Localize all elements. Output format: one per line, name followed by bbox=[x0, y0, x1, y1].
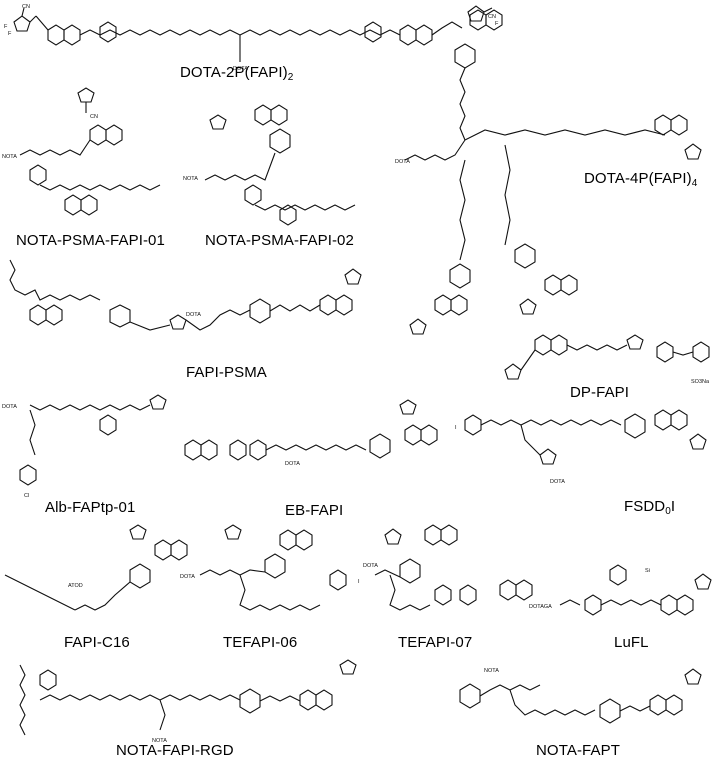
structure-lufl: DOTAGA Si bbox=[529, 564, 712, 616]
compound-label-nota-psma-fapi-02: NOTA-PSMA-FAPI-02 bbox=[205, 232, 354, 249]
structure-dp-fapi: SO3Na bbox=[504, 334, 710, 385]
atom-label: ATOD bbox=[68, 583, 83, 589]
structure-fsdd0i: I DOTA bbox=[455, 409, 707, 485]
structure-nota-psma-fapi-01: NOTA CN bbox=[2, 87, 161, 216]
compound-label-fapi-c16: FAPI-C16 bbox=[64, 634, 130, 651]
atom-label: DOTA bbox=[2, 404, 17, 410]
structure-tefapi-07: DOTA bbox=[363, 524, 533, 611]
atom-label: I bbox=[358, 579, 360, 585]
structure-nota-fapt: NOTA bbox=[459, 668, 702, 724]
atom-label: DOTA bbox=[180, 574, 195, 580]
compound-label-nota-psma-fapi-01: NOTA-PSMA-FAPI-01 bbox=[16, 232, 165, 249]
compound-label-nota-fapi-rgd: NOTA-FAPI-RGD bbox=[116, 742, 234, 759]
atom-label: DOTAGA bbox=[529, 604, 552, 610]
atom-label: F bbox=[4, 24, 8, 30]
structure-dota-4p: DOTA bbox=[395, 9, 702, 335]
atom-label: Si bbox=[645, 568, 650, 574]
compound-label-tefapi-07: TEFAPI-07 bbox=[398, 634, 473, 651]
atom-label: F bbox=[495, 21, 499, 27]
atom-label: I bbox=[455, 425, 457, 431]
structure-nota-fapi-rgd: NOTA bbox=[19, 659, 357, 744]
atom-label: DOTA bbox=[186, 312, 201, 318]
atom-label: CN bbox=[488, 14, 496, 20]
structure-tefapi-06: DOTA I bbox=[180, 524, 360, 611]
atom-label: NOTA bbox=[2, 154, 17, 160]
structure-nota-psma-fapi-02: NOTA bbox=[183, 104, 356, 226]
atom-label: DOTA bbox=[363, 563, 378, 569]
compound-label-fapi-psma: FAPI-PSMA bbox=[186, 364, 267, 381]
atom-label: Cl bbox=[24, 493, 29, 499]
structure-fapi-c16: ATOD bbox=[4, 524, 188, 611]
compound-label-alb-faptp-01: Alb-FAPtp-01 bbox=[45, 499, 136, 516]
atom-label: DOTA bbox=[395, 159, 410, 165]
compound-label-dp-fapi: DP-FAPI bbox=[570, 384, 630, 401]
compound-label-fsdd0i: FSDD0I bbox=[624, 498, 676, 517]
atom-label: DOTA bbox=[285, 461, 300, 467]
atom-label: NOTA bbox=[152, 738, 167, 744]
atom-label: NOTA bbox=[484, 668, 499, 674]
atom-label: F bbox=[8, 31, 12, 37]
atom-label: CN bbox=[90, 114, 98, 120]
compound-label-lufl: LuFL bbox=[614, 634, 649, 651]
compound-label-nota-fapt: NOTA-FAPT bbox=[536, 742, 620, 759]
atom-label: DOTA bbox=[233, 66, 248, 72]
compound-label-tefapi-06: TEFAPI-06 bbox=[223, 634, 298, 651]
atom-label: NOTA bbox=[183, 176, 198, 182]
atom-label: SO3Na bbox=[691, 379, 710, 385]
compound-label-eb-fapi: EB-FAPI bbox=[285, 502, 344, 519]
atom-label: CN bbox=[22, 4, 30, 10]
structure-eb-fapi: DOTA bbox=[184, 399, 438, 467]
structure-fapi-psma: DOTA bbox=[9, 259, 362, 331]
compound-label-dota-2p: DOTA-2P(FAPI)2 bbox=[180, 64, 294, 83]
compound-label-dota-4p: DOTA-4P(FAPI)4 bbox=[584, 170, 698, 189]
atom-label: DOTA bbox=[550, 479, 565, 485]
structure-alb-faptp-01: DOTA Cl bbox=[2, 394, 167, 499]
